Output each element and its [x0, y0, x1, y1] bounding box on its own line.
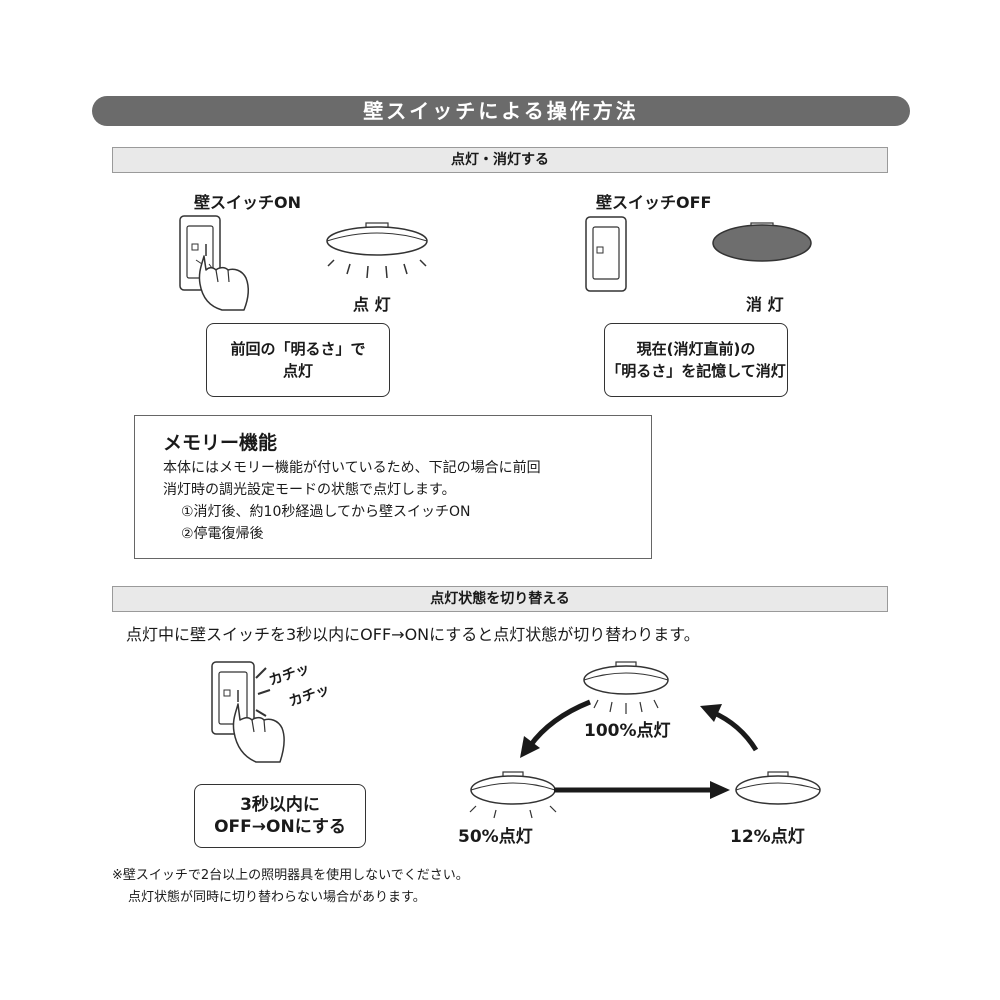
lamp-50-icon — [469, 771, 557, 819]
memory-item-2: ②停電復帰後 — [181, 526, 264, 542]
memory-function-box: メモリー機能 本体にはメモリー機能が付いているため、下記の場合に前回 消灯時の調… — [134, 415, 652, 559]
on-result-box: 前回の「明るさ」で 点灯 — [206, 323, 390, 397]
arrow-up-head — [700, 704, 722, 722]
memory-title: メモリー機能 — [163, 432, 278, 454]
on-result-line1: 前回の「明るさ」で — [230, 340, 366, 358]
state-50-label: 50%点灯 — [458, 827, 533, 847]
wall-switch-on-icon — [179, 215, 249, 311]
memory-item-1: ①消灯後、約10秒経過してから壁スイッチON — [181, 504, 471, 520]
state-100-label: 100%点灯 — [584, 721, 671, 741]
memory-text-line1: 本体にはメモリー機能が付いているため、下記の場合に前回 — [163, 460, 541, 476]
state-lit-label: 点 灯 — [353, 295, 391, 314]
off-result-box: 現在(消灯直前)の 「明るさ」を記憶して消灯 — [604, 323, 788, 397]
section-title-switch: 点灯状態を切り替える — [112, 586, 888, 612]
off-result-line2: 「明るさ」を記憶して消灯 — [606, 362, 786, 380]
page-title: 壁スイッチによる操作方法 — [92, 96, 910, 126]
instruction-box: 3秒以内に OFF→ONにする — [194, 784, 366, 848]
note-line1: ※壁スイッチで2台以上の照明器具を使用しないでください。 — [112, 868, 469, 883]
off-result-line1: 現在(消灯直前)の — [636, 340, 756, 358]
wall-switch-off-icon — [585, 216, 627, 292]
switch-on-label: 壁スイッチON — [194, 193, 301, 212]
arrow-right-head — [710, 781, 730, 799]
lamp-100-icon — [583, 661, 669, 714]
note-line2: 点灯状態が同時に切り替わらない場合があります。 — [128, 890, 426, 905]
lamp-off-icon — [712, 222, 812, 262]
section-title-on-off: 点灯・消灯する — [112, 147, 888, 173]
state-12-label: 12%点灯 — [730, 827, 805, 847]
memory-text-line2: 消灯時の調光設定モードの状態で点灯します。 — [163, 482, 456, 498]
wall-switch-clicking-icon — [211, 661, 285, 763]
switch-intro-text: 点灯中に壁スイッチを3秒以内にOFF→ONにすると点灯状態が切り替わります。 — [126, 625, 700, 644]
switch-off-label: 壁スイッチOFF — [596, 193, 712, 212]
instruction-line1: 3秒以内に — [240, 795, 320, 815]
lamp-12-icon — [735, 771, 821, 805]
instruction-line2: OFF→ONにする — [214, 817, 346, 837]
on-result-line2: 点灯 — [282, 362, 313, 380]
state-off-label: 消 灯 — [746, 295, 784, 314]
arrow-left-head — [520, 736, 540, 758]
lamp-lit-icon — [326, 222, 428, 279]
brightness-cycle-diagram — [469, 661, 821, 819]
